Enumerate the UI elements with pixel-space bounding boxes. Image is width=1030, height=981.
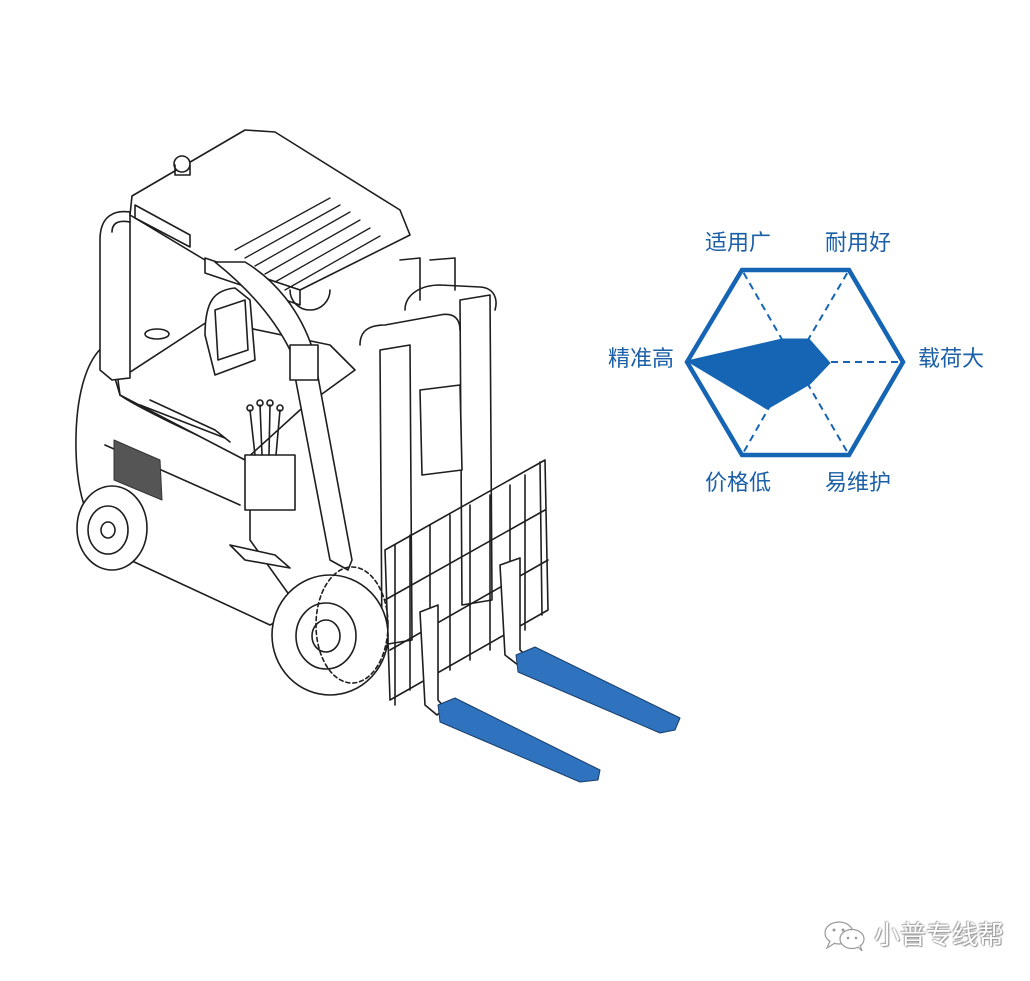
radar-label-left: 精准高	[608, 347, 675, 372]
watermark-text: 小普专线帮	[874, 921, 1005, 951]
fork-carriage	[384, 459, 549, 706]
radar-label-bottom-right: 易维护	[825, 471, 892, 496]
control-levers	[244, 399, 296, 511]
front-wheel	[271, 566, 389, 696]
radar-label-right: 载荷大	[918, 347, 985, 372]
radar-label-top-left: 适用广	[705, 231, 772, 256]
radar-label-top-right: 耐用好	[825, 231, 892, 256]
radar-hexagon-outline	[684, 267, 906, 458]
watermark: 小普专线帮	[822, 916, 1004, 956]
rear-wheel	[76, 485, 148, 571]
radar-label-bottom-left: 价格低	[705, 471, 772, 496]
vent-grille	[113, 439, 163, 501]
mast	[359, 257, 497, 646]
wechat-icon	[824, 921, 865, 952]
radar-data-polygon	[685, 338, 831, 410]
forks-highlight	[437, 646, 681, 783]
